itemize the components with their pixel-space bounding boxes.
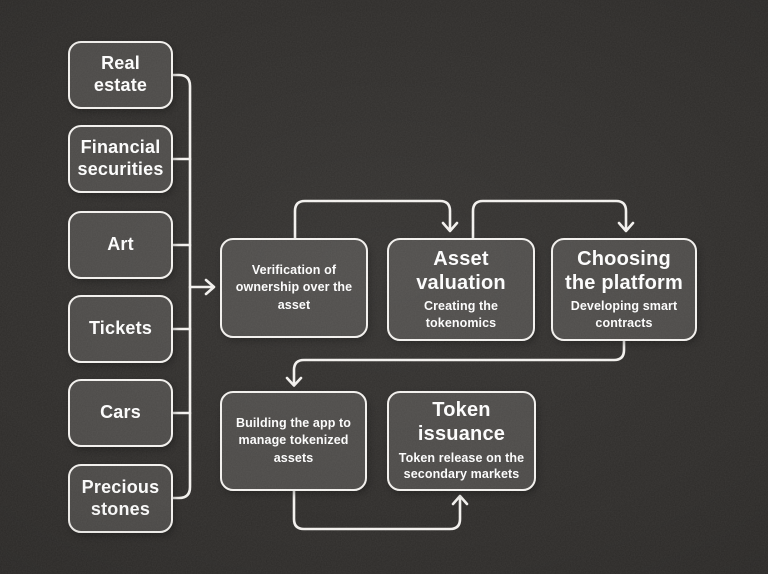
node-token-issuance: Token issuance Token release on the seco… [387, 391, 536, 491]
node-art-label: Art [107, 234, 134, 255]
node-art: Art [68, 211, 173, 279]
node-building-app: Building the app to manage tokenized ass… [220, 391, 367, 491]
node-financial-securities-label: Financial securities [77, 137, 164, 179]
node-financial-securities: Financial securities [68, 125, 173, 193]
asset-trunk-line [171, 73, 192, 500]
node-real-estate: Real estate [68, 41, 173, 109]
node-tickets: Tickets [68, 295, 173, 363]
connector-verification-to-asset-valuation [293, 199, 452, 240]
node-cars-label: Cars [100, 402, 141, 423]
node-token-issuance-subtitle: Token release on the secondary markets [398, 450, 525, 482]
node-asset-valuation-subtitle: Creating the tokenomics [423, 299, 499, 330]
arrowhead-choosing-platform-to-building-app-icon [285, 376, 303, 387]
node-real-estate-label: Real estate [93, 53, 148, 95]
arrowhead-trunk-to-verification-icon [204, 278, 216, 296]
node-asset-valuation-title: Asset valuation [416, 247, 506, 294]
node-asset-valuation: Asset valuation Creating the tokenomics [387, 238, 535, 341]
node-verification-text: Verification of ownership over the asset [235, 263, 353, 312]
arrowhead-verification-to-asset-valuation-icon [441, 221, 459, 233]
node-tickets-label: Tickets [88, 318, 153, 339]
node-cars: Cars [68, 379, 173, 447]
arrowhead-asset-valuation-to-choosing-platform-icon [617, 221, 635, 233]
node-precious-stones: Precious stones [68, 464, 173, 533]
node-building-app-text: Building the app to manage tokenized ass… [235, 416, 352, 465]
arrowhead-building-app-to-token-issuance-icon [451, 494, 469, 506]
node-token-issuance-title: Token issuance [417, 399, 506, 445]
node-verification: Verification of ownership over the asset [220, 238, 368, 338]
connector-asset-valuation-to-choosing-platform [471, 199, 628, 240]
connector-choosing-platform-to-building-app [292, 339, 626, 386]
node-choosing-platform: Choosing the platform Developing smart c… [551, 238, 697, 341]
node-choosing-platform-subtitle: Developing smart contracts [570, 299, 678, 330]
connector-building-app-to-token-issuance [292, 489, 462, 531]
node-choosing-platform-title: Choosing the platform [565, 247, 683, 294]
node-precious-stones-label: Precious stones [81, 476, 160, 519]
